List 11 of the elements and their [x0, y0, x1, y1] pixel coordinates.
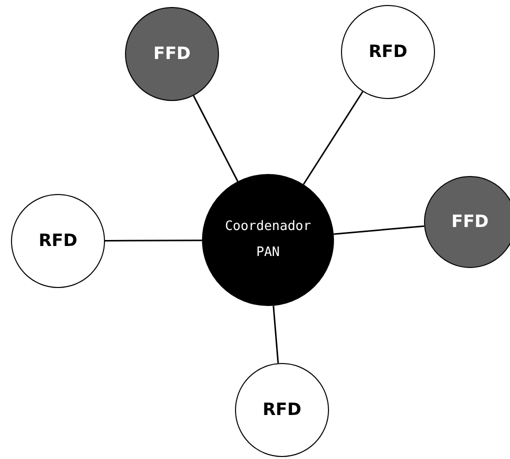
node-label: RFD — [38, 231, 78, 251]
connector-line — [302, 91, 364, 185]
connector-line — [105, 240, 202, 242]
node-label: FFD — [451, 212, 489, 232]
node-label: RFD — [262, 400, 302, 420]
connector-line — [272, 306, 279, 364]
node-label: RFD — [368, 42, 408, 62]
connector-line — [334, 225, 424, 235]
connector-line — [192, 95, 238, 182]
node-label: Coordenador PAN — [224, 218, 312, 262]
node-label: FFD — [153, 44, 191, 64]
